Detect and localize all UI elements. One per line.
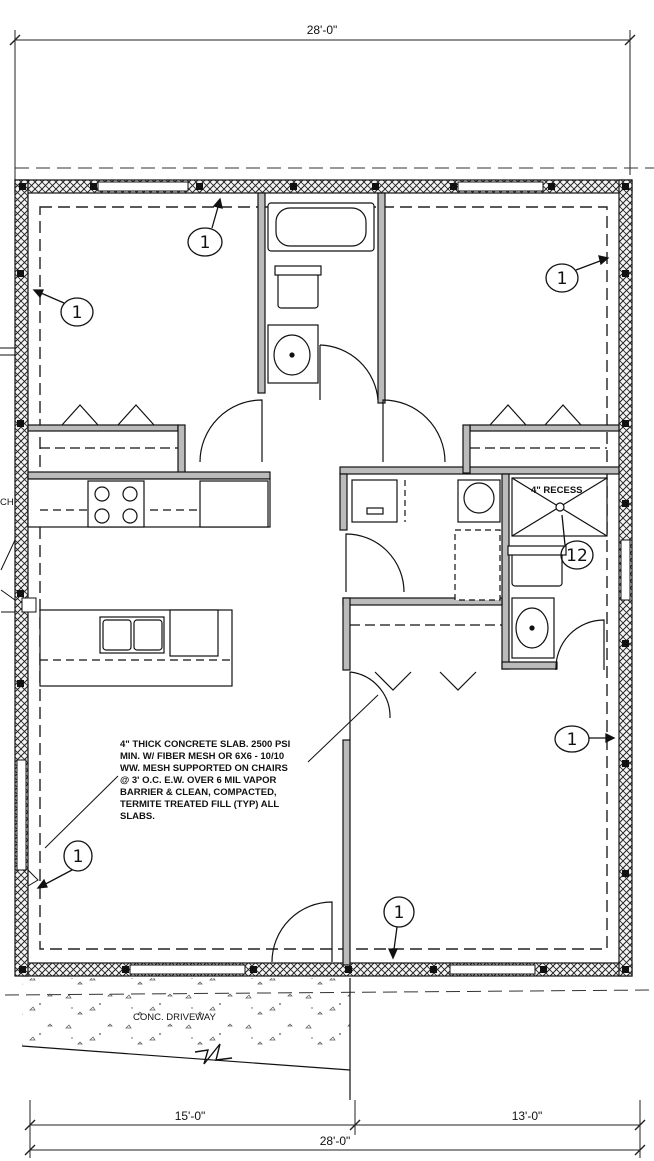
column-markers: [17, 183, 629, 973]
wall-tag-labels: 1 1 1 1 1 1 12: [72, 233, 588, 923]
recess-label: 4" RECESS: [531, 485, 583, 496]
wall-tag-bubble: [60, 297, 94, 327]
break-symbol: [194, 1043, 233, 1065]
slab-note-line: @ 3' O.C. E.W. OVER 6 MIL VAPOR: [120, 775, 276, 786]
interior-slab-dashed-line: [39, 206, 608, 950]
window-north-1: [97, 181, 189, 192]
window-north-2: [457, 181, 544, 192]
toilet-2: [511, 551, 563, 587]
bedroom1-closet-return: [177, 424, 186, 474]
wall-tag-label: 1: [73, 847, 84, 867]
laundry-bath2: [351, 477, 608, 659]
wall-tag-bubble: [63, 840, 93, 872]
west-edge-details: [0, 347, 39, 887]
washer: [351, 479, 398, 523]
slab-note-line: WW. MESH SUPPORTED ON CHAIRS: [120, 763, 288, 774]
wall-tag-label: 1: [557, 269, 568, 289]
top-dimension-label: 28'-0": [307, 23, 338, 37]
bottom-dimensions: [24, 1100, 646, 1158]
slab-note-line: TERMITE TREATED FILL (TYP) ALL: [120, 799, 279, 810]
refrigerator: [199, 480, 269, 528]
window-east-1: [620, 539, 631, 601]
slab-note-line: BARRIER & CLEAN, COMPACTED,: [120, 787, 277, 798]
closet-bifold-doors: [40, 404, 607, 691]
bedroom1-door: [199, 399, 263, 463]
driveway-label: CONC. DRIVEWAY: [133, 1012, 217, 1023]
bedroom3-door: [349, 671, 391, 740]
toilet-1: [277, 271, 319, 309]
bedroom2-door: [382, 399, 446, 463]
slab-note: 4" THICK CONCRETE SLAB. 2500 PSI MIN. W/…: [44, 694, 379, 849]
wall-tag-bubble: [383, 896, 415, 928]
wall-tag-bubble: [187, 227, 223, 257]
bath1-fixtures: [267, 202, 379, 401]
central-wall: [339, 466, 620, 475]
wall-tag-label: 1: [72, 303, 83, 323]
laundry-door: [345, 533, 405, 593]
shower-drain: [555, 502, 565, 512]
slab-note-line: SLABS.: [120, 811, 155, 822]
wall-tag-bubble: [554, 725, 590, 753]
bedroom2-closet-wall: [469, 424, 620, 432]
top-dimension: 28'-0": [9, 23, 636, 180]
bedroom1-closet-wall: [27, 424, 179, 432]
closet-hall-wall-west: [342, 597, 351, 671]
bottom-right-dimension-label: 13'-0": [512, 1109, 543, 1123]
slab-note-line: MIN. W/ FIBER MESH OR 6X6 - 10/10: [120, 751, 284, 762]
interior-walls: [27, 192, 620, 966]
wall-tag-bubble: [545, 263, 579, 293]
bottom-left-dimension-label: 15'-0": [175, 1109, 206, 1123]
bath1-wall-east: [377, 192, 386, 404]
front-door: [271, 901, 333, 963]
kitchen: [27, 478, 271, 687]
wall-tags: [32, 197, 616, 960]
bath2-wall: [501, 473, 510, 670]
driveway-slab: [22, 978, 350, 1046]
window-south-2: [449, 964, 536, 975]
slab-note-leader-left: [44, 775, 119, 849]
window-west-1: [16, 759, 27, 871]
bedroom2-closet-return: [462, 424, 471, 474]
laundry-wall-west: [339, 473, 348, 531]
wall-tag-bubble: [560, 540, 594, 570]
windows: [16, 181, 631, 975]
window-south-1: [129, 964, 246, 975]
edge-fragment-label: CH: [0, 497, 14, 508]
slab-note-leader-right: [307, 694, 379, 763]
slab-note-line: 4" THICK CONCRETE SLAB. 2500 PSI: [120, 739, 290, 750]
bath1-wall-west: [257, 192, 266, 394]
bath2-door: [555, 619, 605, 671]
bedroom3-wall-west: [342, 739, 351, 966]
wall-tag-label: 1: [567, 730, 578, 750]
driveway: CONC. DRIVEWAY: [21, 978, 351, 1100]
bath2-wall-bottom: [501, 661, 558, 670]
dishwasher: [169, 609, 219, 657]
wall-tag-label: 1: [200, 233, 211, 253]
wall-tag-label: 12: [566, 546, 588, 566]
hall-wall: [27, 471, 271, 480]
bottom-overall-dimension-label: 28'-0": [320, 1134, 351, 1148]
wall-tag-label: 1: [394, 903, 405, 923]
door-swings: [199, 399, 605, 963]
bath1-door-swing: [319, 344, 379, 401]
water-heater-closet: [454, 529, 501, 601]
